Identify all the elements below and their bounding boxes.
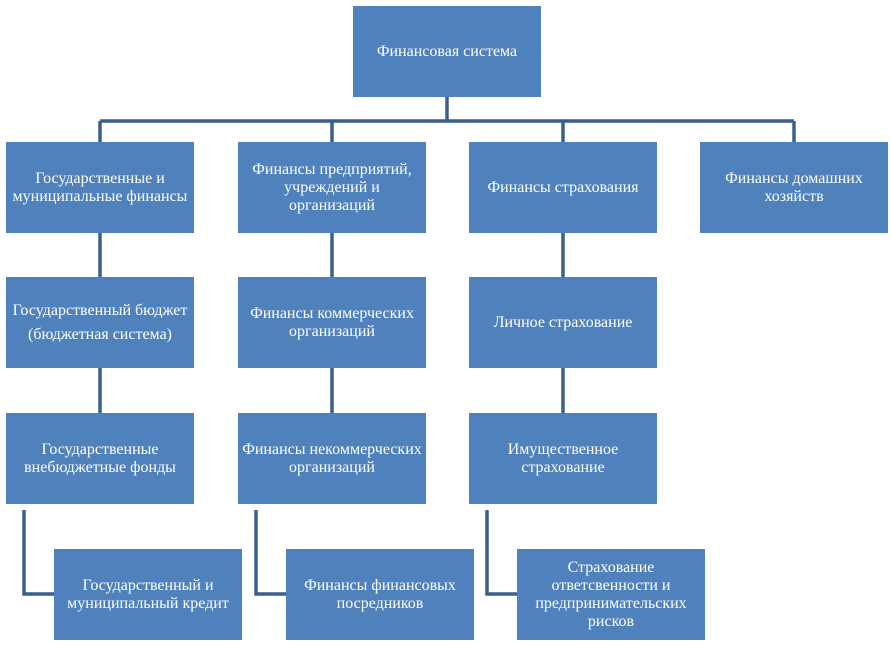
node-state-budget-title: Государственный бюджет xyxy=(12,301,188,319)
node-liability-insurance: Страхование ответсвенности и предпринима… xyxy=(517,549,705,640)
node-enterprise-finance: Финансы предприятий, учреждений и органи… xyxy=(238,142,426,233)
node-extrabudget-funds: Государственные внебюджетные фонды xyxy=(6,413,194,504)
node-commercial-finance: Финансы коммерческих организаций xyxy=(238,277,426,368)
node-state-budget-subtitle: (бюджетная система) xyxy=(27,325,172,343)
node-property-insurance: Имущественное страхование xyxy=(469,413,657,504)
connector-funds-credit xyxy=(22,510,54,596)
node-household-finance: Финансы домашних хозяйств xyxy=(700,142,888,233)
node-state-municipal-credit: Государственный и муниципальный кредит xyxy=(54,549,242,640)
node-personal-insurance: Личное страхование xyxy=(469,277,657,368)
node-state-budget: Государственный бюджет (бюджетная систем… xyxy=(6,277,194,368)
node-insurance-finance: Финансы страхования xyxy=(469,142,657,233)
connector-prop-liab xyxy=(485,510,517,596)
node-financial-system: Финансовая система xyxy=(353,6,541,97)
connector-noncomm-inter xyxy=(254,510,286,596)
node-noncommercial-finance: Финансы некоммерческих организаций xyxy=(238,413,426,504)
node-intermediaries-finance: Финансы финансовых посредников xyxy=(286,549,474,640)
node-state-municipal-finance: Государственные и муниципальные финансы xyxy=(6,142,194,233)
